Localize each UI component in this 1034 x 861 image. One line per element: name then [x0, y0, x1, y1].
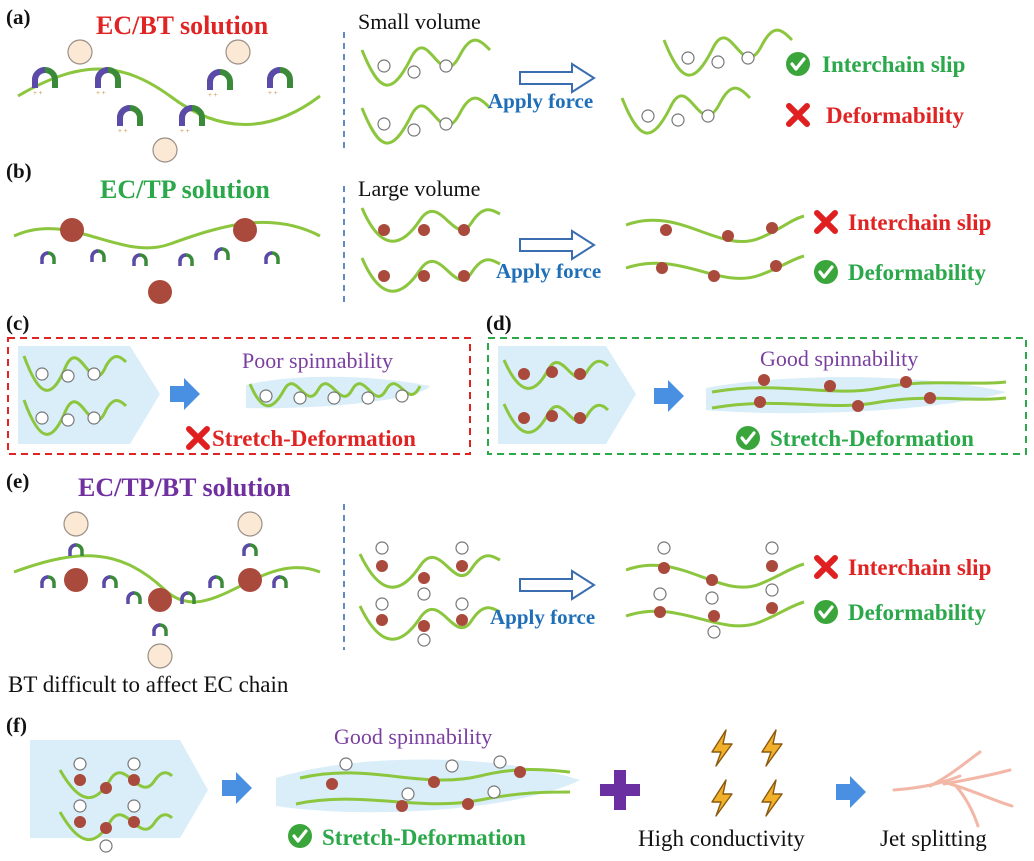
panel-b-label: (b) [6, 159, 32, 183]
panel-a-title: EC/BT solution [96, 11, 269, 40]
panel-c-spinnability: Poor spinnability [242, 348, 393, 373]
panel-e: (e) EC/TP/BT solution Apply force [6, 469, 991, 697]
check-icon [286, 822, 314, 850]
panel-c: (c) Poor spinnability Stretch-Deformatio… [6, 311, 471, 455]
panel-b: (b) EC/TP solution Large volume Apply fo… [6, 159, 991, 304]
panel-a-result-2: Deformability [826, 103, 964, 128]
panel-d: (d) Good spinnability Stretch-Deformatio… [486, 311, 1027, 455]
check-icon [812, 258, 840, 286]
panel-c-stretch: Stretch-Deformation [212, 426, 416, 451]
lightning-icon [711, 729, 783, 817]
panel-d-label: (d) [486, 311, 512, 335]
panel-b-volume-note: Large volume [358, 176, 480, 201]
panel-e-result-1: Interchain slip [848, 555, 991, 580]
cross-icon [789, 106, 807, 124]
panel-f: (f) Good spinnability Stretch-Deformatio… [6, 713, 1014, 853]
panel-a-force: Apply force [488, 89, 593, 113]
panel-d-stretch: Stretch-Deformation [770, 426, 974, 451]
panel-e-force: Apply force [490, 605, 595, 629]
panel-f-stretch: Stretch-Deformation [322, 825, 526, 850]
panel-f-label: (f) [6, 713, 27, 737]
cross-icon [817, 213, 835, 231]
panel-e-caption: BT difficult to affect EC chain [8, 672, 289, 697]
panel-f-jet: Jet splitting [880, 826, 987, 851]
panel-f-spinnability: Good spinnability [334, 724, 492, 749]
panel-b-result-1: Interchain slip [848, 210, 991, 235]
plus-icon [600, 770, 640, 810]
jet-splitting-icon [892, 750, 1014, 828]
panel-e-title: EC/TP/BT solution [78, 473, 291, 502]
cross-icon [817, 558, 835, 576]
panel-a-volume-note: Small volume [358, 9, 481, 34]
panel-c-label: (c) [6, 311, 29, 335]
panel-a: (a) EC/BT solution Small volume Apply fo… [6, 5, 965, 163]
cross-icon [189, 429, 207, 447]
panel-f-conductivity: High conductivity [638, 826, 805, 851]
panel-a-result-1: Interchain slip [822, 52, 965, 77]
check-icon [784, 50, 812, 78]
panel-b-result-2: Deformability [848, 260, 986, 285]
panel-d-spinnability: Good spinnability [760, 346, 918, 371]
panel-b-title: EC/TP solution [100, 175, 270, 204]
panel-e-label: (e) [6, 469, 29, 493]
check-icon [734, 424, 762, 452]
panel-b-force: Apply force [496, 259, 601, 283]
check-icon [812, 598, 840, 626]
panel-a-label: (a) [6, 5, 31, 29]
panel-e-result-2: Deformability [848, 600, 986, 625]
